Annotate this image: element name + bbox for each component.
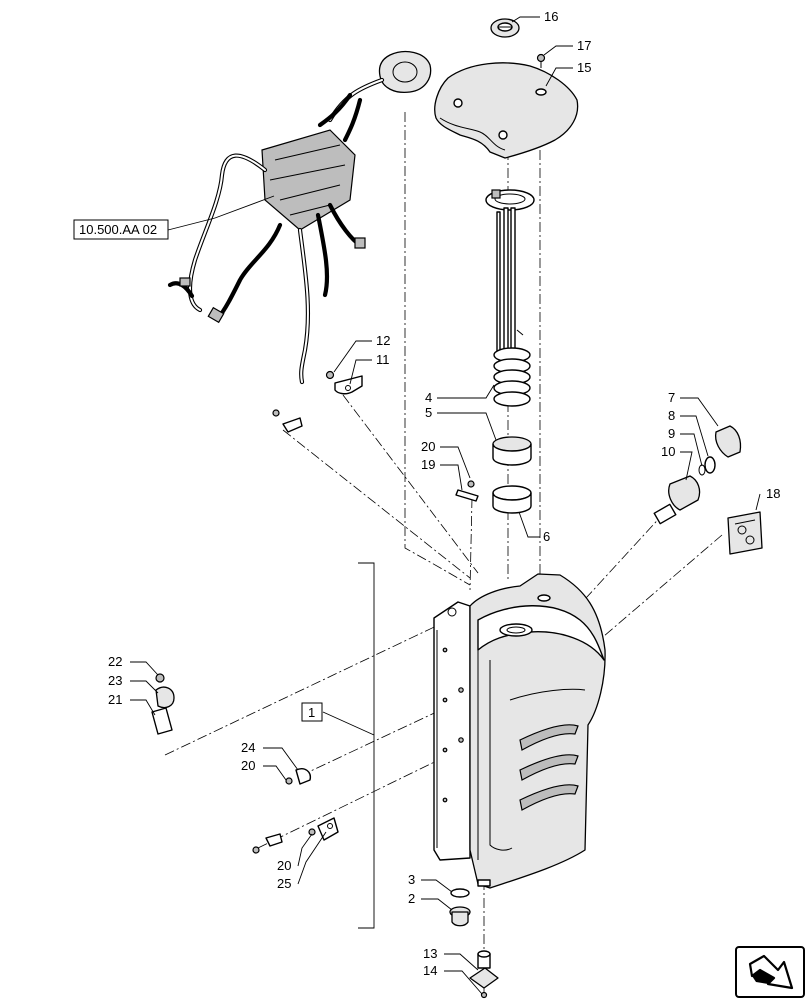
part-level-sender [485,189,535,407]
assembly-guide-lines [164,112,723,1000]
callout-16: 16 [544,9,558,24]
part-clip [455,480,479,502]
part-ring [492,485,532,514]
callout-24: 24 [241,740,255,755]
callout-labels: 16 17 15 12 11 4 5 20 19 6 7 8 9 10 18 2… [108,9,780,978]
part-fitting-assembly [653,425,742,525]
callout-20-middle: 20 [241,758,255,773]
part-drain-valve [469,950,499,999]
callout-10: 10 [661,444,675,459]
part-bracket-small [272,409,303,433]
callout-20-upper: 20 [421,439,435,454]
callout-21: 21 [108,692,122,707]
callout-5: 5 [425,405,432,420]
leader-lines [130,16,761,995]
callout-2: 2 [408,891,415,906]
callout-15: 15 [577,60,591,75]
callout-22: 22 [108,654,122,669]
callout-14: 14 [423,963,437,978]
callout-7: 7 [668,390,675,405]
callout-13: 13 [423,946,437,961]
reference-label: 10.500.AA 02 [79,222,157,237]
part-cap [490,18,520,38]
callout-19: 19 [421,457,435,472]
part-bracket-lower [252,817,339,854]
assembly-label-box: 1 [301,702,323,722]
callout-18: 18 [766,486,780,501]
reference-label-box[interactable]: 10.500.AA 02 [73,219,169,240]
callout-4: 4 [425,390,432,405]
wiring-harness [167,51,432,385]
part-drain-plug [449,888,471,927]
callout-12: 12 [376,333,390,348]
part-seal-ring [492,436,532,466]
part-bracket-left [151,673,175,735]
part-screw [536,53,546,68]
callout-9: 9 [668,426,675,441]
assembly-bracket [358,562,375,929]
part-decal [727,511,763,555]
callout-20-lower: 20 [277,858,291,873]
callout-3: 3 [408,872,415,887]
callout-8: 8 [668,408,675,423]
assembly-label: 1 [308,705,315,720]
callout-11: 11 [376,352,390,367]
part-clip-middle [285,768,312,785]
callout-23: 23 [108,673,122,688]
part-tank-cover [434,62,579,159]
callout-25: 25 [277,876,291,891]
part-fuel-tank [433,573,606,889]
next-page-arrow-icon[interactable] [735,946,805,998]
part-bracket-upper [325,370,363,395]
callout-6: 6 [543,529,550,544]
callout-17: 17 [577,38,591,53]
